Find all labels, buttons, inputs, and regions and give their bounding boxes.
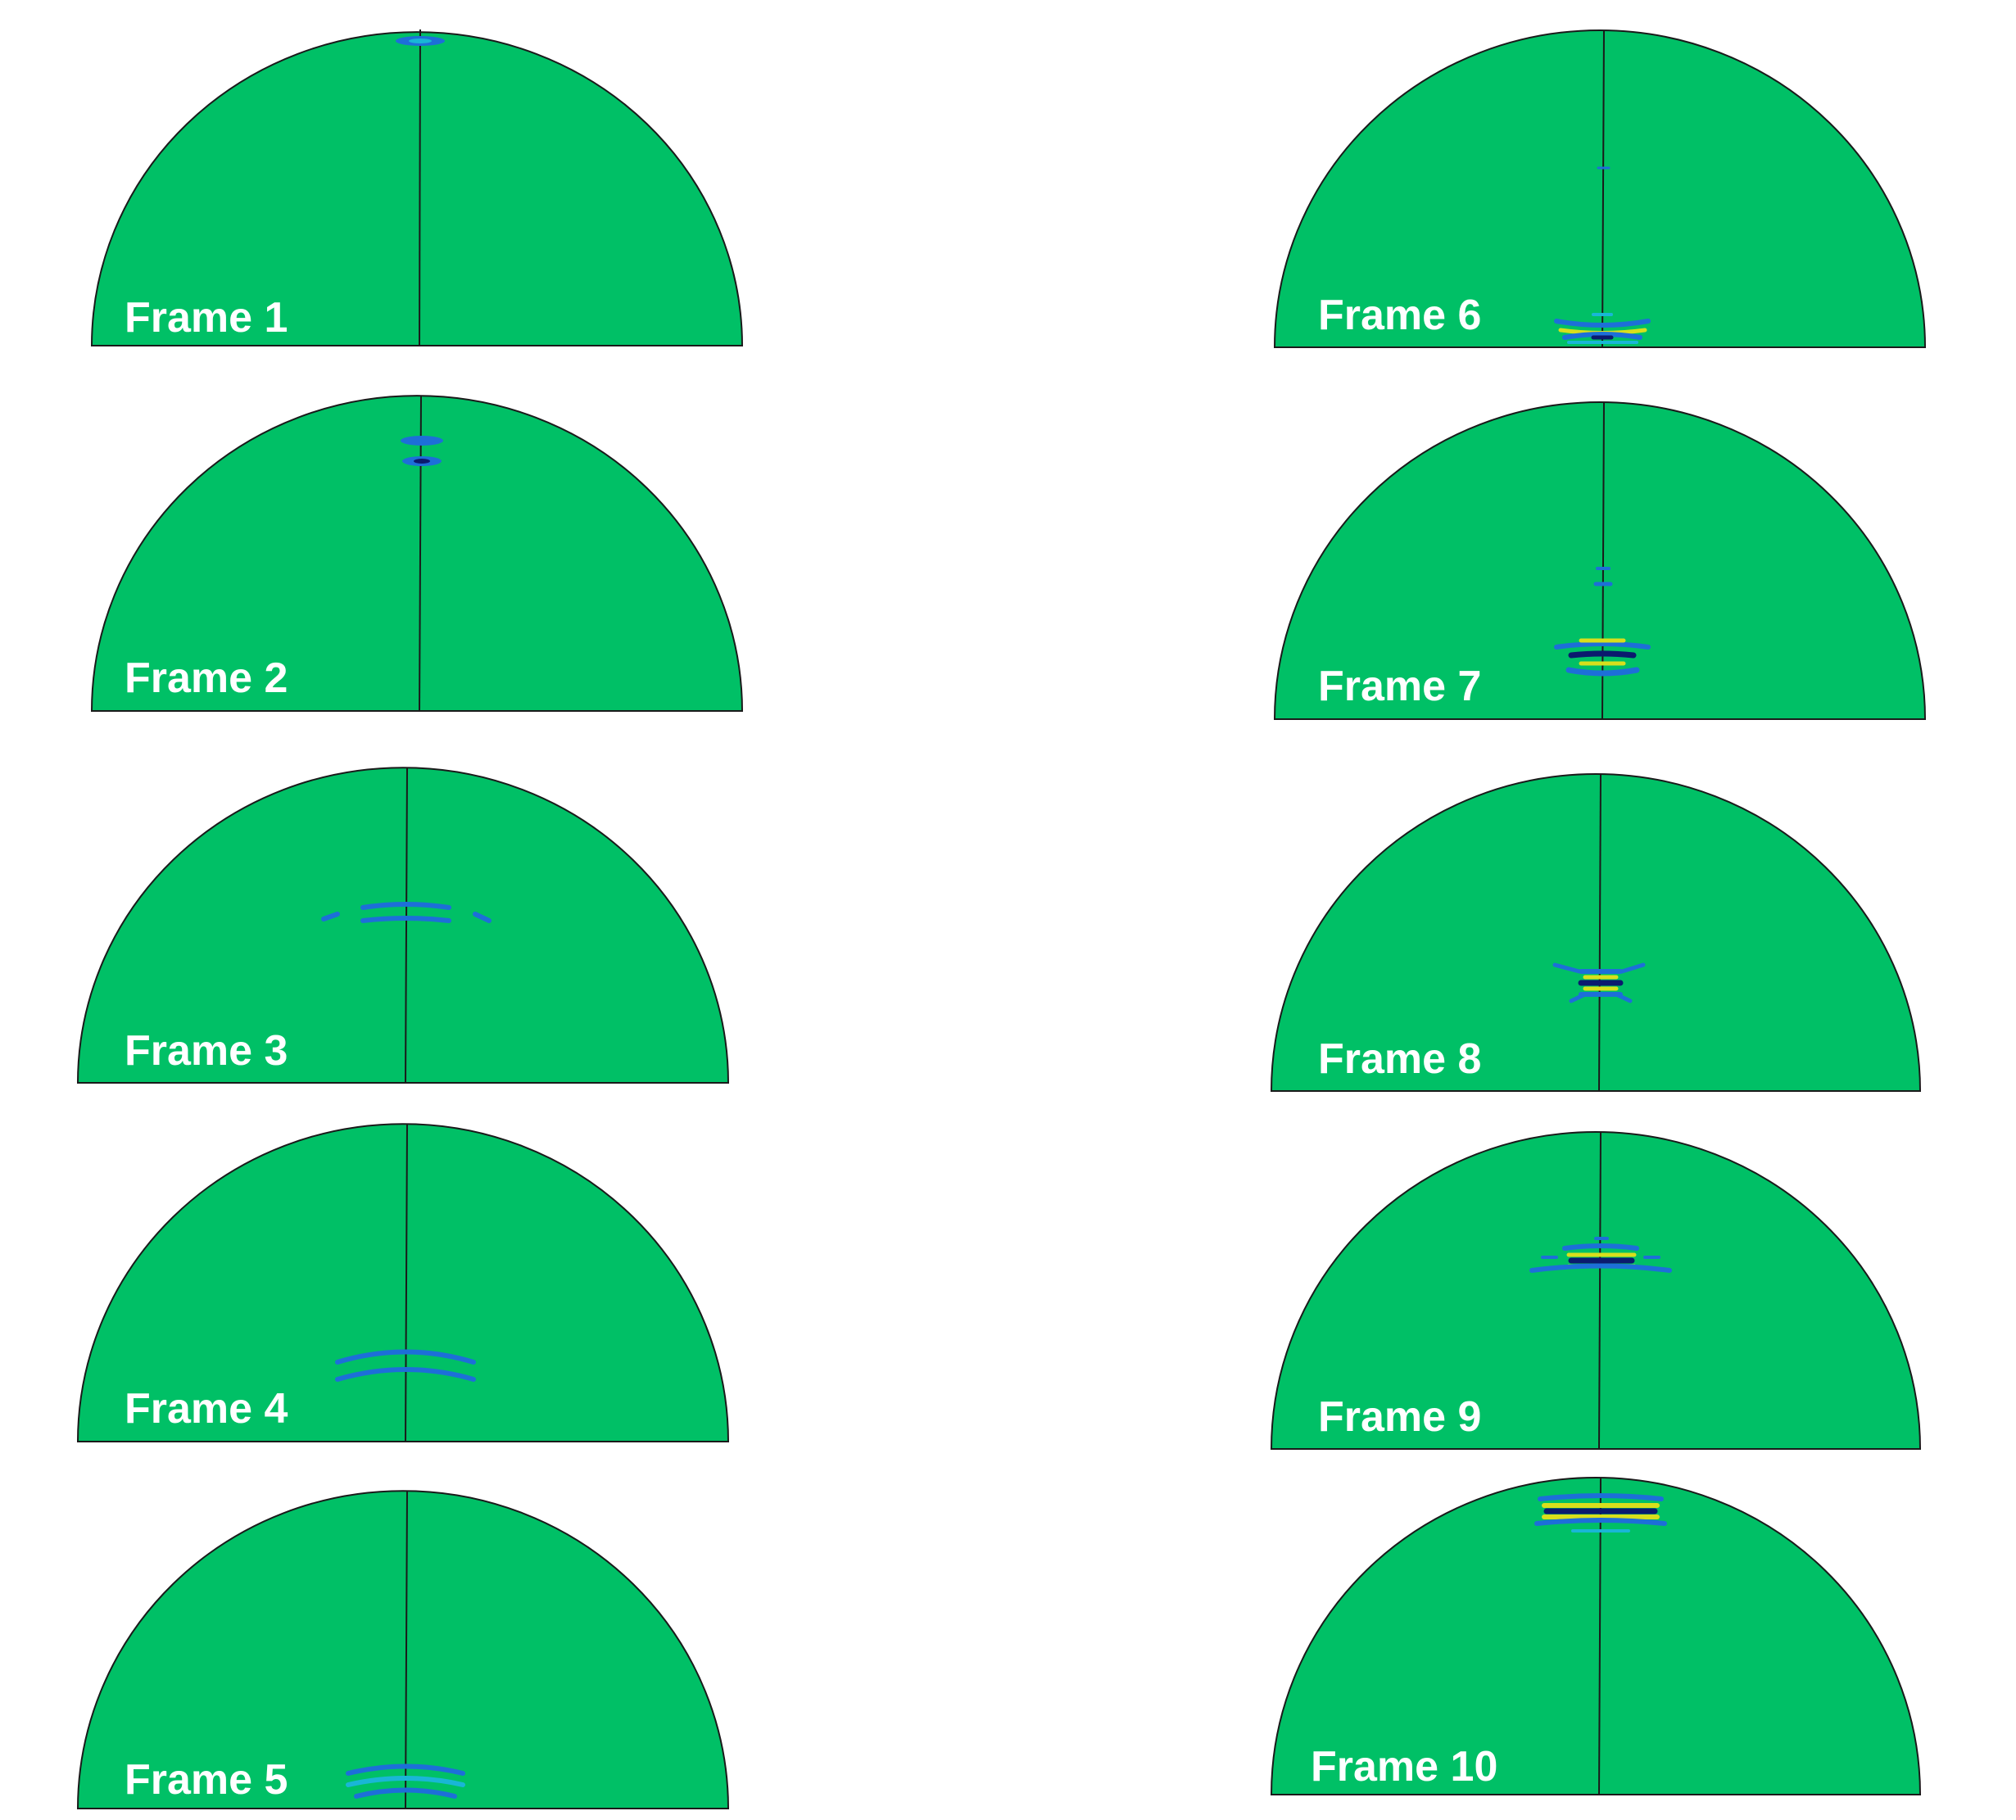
frame-5-axis xyxy=(405,1490,408,1809)
frame-9-domain xyxy=(1270,1131,1922,1450)
frame-1-label: Frame 1 xyxy=(125,294,288,342)
frame-6-axis xyxy=(1601,29,1605,348)
frame-3-axis xyxy=(405,767,408,1084)
frame-6-panel: Frame 6 xyxy=(1273,29,1927,348)
frame-5-wavefield xyxy=(346,1763,465,1799)
frame-2-label: Frame 2 xyxy=(125,654,288,702)
frame-4-label: Frame 4 xyxy=(125,1385,288,1433)
frame-6-label: Frame 6 xyxy=(1318,292,1481,339)
frame-7-axis xyxy=(1601,401,1605,720)
frame-4-domain xyxy=(76,1123,730,1442)
frame-6-wavefield xyxy=(1554,166,1651,344)
frame-1-panel: Frame 1 xyxy=(90,29,744,346)
frame-3-panel: Frame 3 xyxy=(76,767,730,1084)
frame-1-axis xyxy=(419,29,421,346)
frame-4-wavefield xyxy=(335,1349,476,1382)
frame-2-wavefield xyxy=(401,436,443,466)
frame-3-domain xyxy=(76,767,730,1084)
frame-8-domain xyxy=(1270,773,1922,1092)
frame-1-wavefield xyxy=(396,36,445,46)
frame-8-panel: Frame 8 xyxy=(1270,773,1922,1092)
frame-9-panel: Frame 9 xyxy=(1270,1131,1922,1450)
frame-2-panel: Frame 2 xyxy=(90,395,744,712)
frame-10-panel: Frame 10 xyxy=(1270,1477,1922,1795)
frame-8-axis xyxy=(1598,773,1601,1092)
frame-8-wavefield xyxy=(1552,962,1646,1003)
frame-3-wavefield xyxy=(321,902,492,923)
frame-5-label: Frame 5 xyxy=(125,1756,288,1804)
frame-2-domain xyxy=(90,395,744,712)
frame-7-panel: Frame 7 xyxy=(1273,401,1927,720)
frame-5-panel: Frame 5 xyxy=(76,1490,730,1809)
frame-8-label: Frame 8 xyxy=(1318,1035,1481,1083)
frame-4-axis xyxy=(405,1123,408,1442)
frame-10-domain xyxy=(1270,1477,1922,1795)
frame-9-wavefield xyxy=(1529,1237,1672,1273)
frame-5-domain xyxy=(76,1490,730,1809)
frame-7-domain xyxy=(1273,401,1927,720)
frame-2-axis xyxy=(419,395,422,712)
frame-10-wavefield xyxy=(1534,1493,1667,1533)
frame-3-label: Frame 3 xyxy=(125,1027,288,1075)
frame-7-label: Frame 7 xyxy=(1318,663,1481,710)
frame-1-domain xyxy=(90,31,744,346)
frame-9-axis xyxy=(1598,1131,1601,1450)
frame-9-label: Frame 9 xyxy=(1318,1393,1481,1441)
frame-7-wavefield xyxy=(1554,567,1651,677)
frame-4-panel: Frame 4 xyxy=(76,1123,730,1442)
frame-6-domain xyxy=(1273,29,1927,348)
frame-10-label: Frame 10 xyxy=(1311,1743,1497,1791)
